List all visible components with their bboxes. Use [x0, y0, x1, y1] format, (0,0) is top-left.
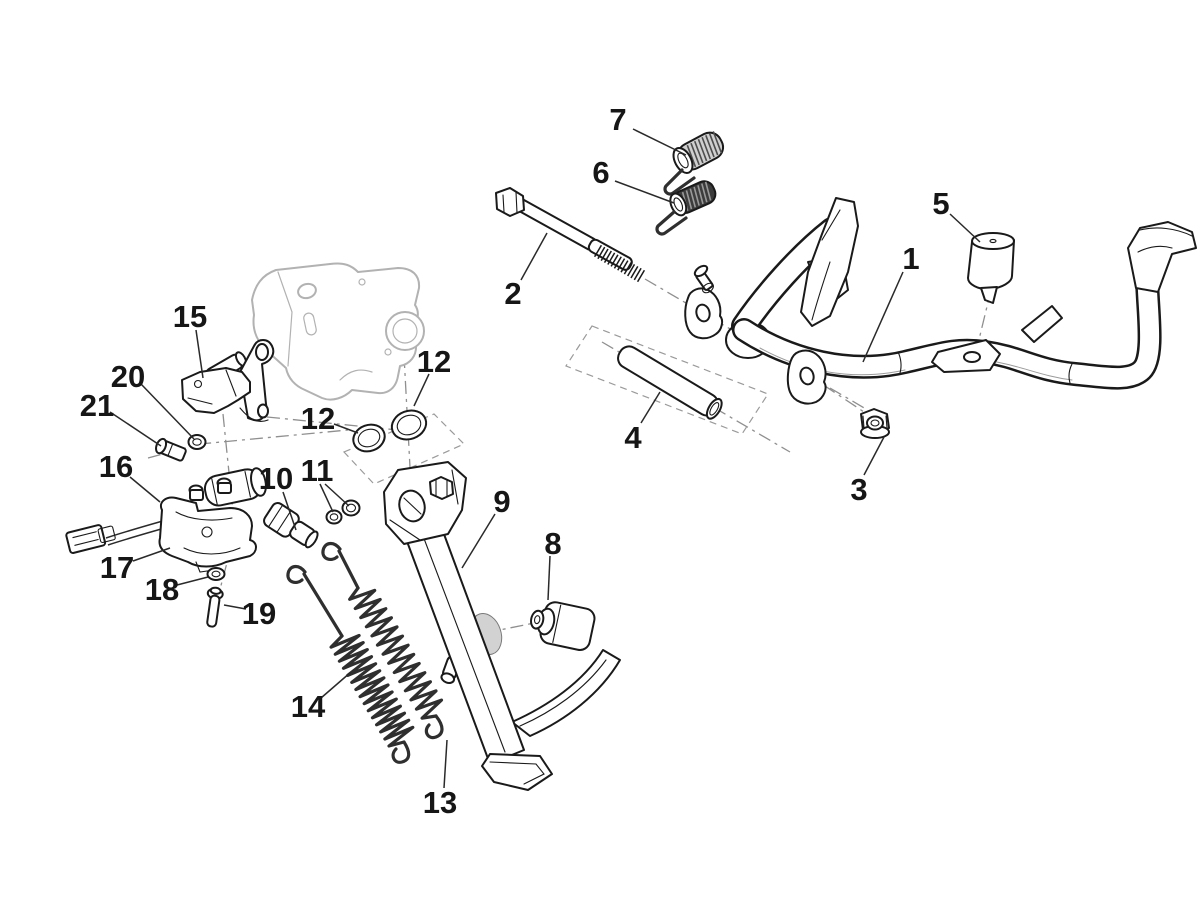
leader-line [140, 383, 195, 440]
part-number-label: 4 [624, 420, 642, 455]
part-number-label: 7 [609, 102, 626, 137]
part-number-label: 17 [100, 550, 134, 585]
part-number-label: 5 [932, 186, 949, 221]
part-number-label: 19 [242, 596, 276, 631]
leader-line [520, 232, 548, 281]
spring-14 [286, 564, 415, 764]
bolt-thread-hatch [593, 244, 646, 283]
spring-6 [655, 180, 717, 236]
spring-7 [663, 131, 725, 196]
frame-bracket-ghost [251, 262, 425, 401]
screw-19 [206, 586, 224, 628]
leader-line [632, 128, 687, 156]
leader-line [614, 180, 675, 204]
side-stand [383, 461, 621, 791]
leader-line [282, 491, 297, 531]
stand-bracket [181, 339, 275, 423]
leader-line [333, 423, 359, 434]
part-number-label: 10 [259, 461, 293, 496]
part-number-label: 21 [80, 388, 114, 423]
part-number-label: 1 [902, 241, 919, 276]
part-number-label: 18 [145, 572, 179, 607]
stand-switch-assembly [65, 467, 267, 573]
washer-18 [206, 567, 226, 581]
rings-11 [325, 499, 361, 525]
oring-12-left [352, 423, 386, 453]
part-number-label: 9 [493, 484, 510, 519]
leader-line [862, 271, 904, 363]
buffer-5 [967, 232, 1015, 304]
screw-21 [155, 437, 187, 462]
leader-line [109, 411, 162, 447]
leader-line [324, 483, 350, 507]
switch-solenoid [203, 467, 267, 507]
leader-line [863, 436, 885, 476]
leader-line [176, 576, 209, 586]
spring-13 [321, 541, 444, 740]
lock-nut [860, 408, 890, 439]
washer-20 [187, 434, 207, 450]
bush-10 [263, 502, 319, 549]
stand-stud [693, 264, 714, 294]
leader-line [223, 604, 247, 610]
part-number-label: 11 [301, 453, 334, 488]
leader-line [129, 476, 161, 503]
part-number-label: 3 [850, 472, 867, 507]
leader-line [640, 391, 661, 424]
part-number-label: 6 [592, 155, 609, 190]
pivot-bolt [495, 187, 646, 283]
buffer-8 [530, 601, 596, 651]
leader-line [319, 483, 334, 513]
switch-bolts [188, 477, 232, 501]
part-number-label: 16 [99, 449, 133, 484]
part-number-label: 12 [417, 344, 451, 379]
leader-line [195, 329, 204, 379]
part-number-label: 13 [423, 785, 457, 820]
oring-12-right [390, 409, 428, 441]
leader-line [461, 513, 496, 569]
part-number-label: 2 [504, 276, 521, 311]
part-number-label: 15 [173, 299, 207, 334]
leader-line [547, 555, 551, 601]
leader-line [320, 671, 352, 699]
pivot-pin [617, 345, 723, 420]
leader-line [132, 547, 171, 562]
leader-line [443, 739, 448, 789]
part-number-label: 20 [111, 359, 145, 394]
part-number-label: 14 [291, 689, 326, 724]
part-number-label: 12 [301, 401, 335, 436]
part-number-label: 8 [544, 526, 561, 561]
center-stand [684, 197, 1197, 405]
leader-line [949, 213, 981, 243]
leader-line [413, 373, 430, 407]
